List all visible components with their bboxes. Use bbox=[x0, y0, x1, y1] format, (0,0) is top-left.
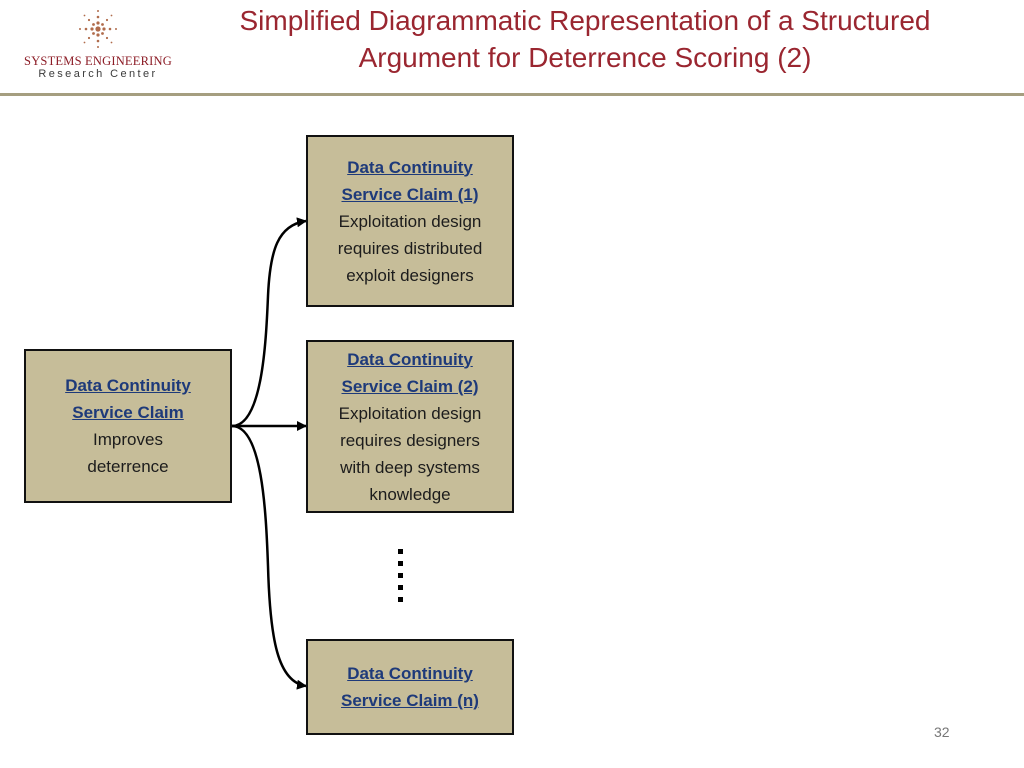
claim-1-body-line-3: exploit designers bbox=[346, 265, 474, 285]
claim-2-box: Data Continuity Service Claim (2) Exploi… bbox=[306, 340, 514, 513]
claim-1-body-line-2: requires distributed bbox=[337, 238, 483, 258]
title-divider bbox=[0, 93, 1024, 96]
logo-star-icon bbox=[79, 10, 117, 48]
claim-1-heading-line-1: Data Continuity bbox=[347, 157, 473, 177]
claim-1-body-line-1: Exploitation design bbox=[338, 211, 482, 231]
logo-line-1: SYSTEMS ENGINEERING bbox=[24, 54, 172, 68]
root-claim-heading-line-1: Data Continuity bbox=[65, 376, 191, 395]
claim-2-body-line-2: requires designers bbox=[340, 430, 480, 450]
claim-2-heading-line-1: Data Continuity bbox=[347, 349, 473, 369]
claim-2-body-line-3: with deep systems bbox=[340, 457, 480, 477]
claim-n-box: Data Continuity Service Claim (n) bbox=[306, 639, 514, 735]
slide-title: Simplified Diagrammatic Representation o… bbox=[239, 5, 931, 73]
claim-2-body-line-1: Exploitation design bbox=[338, 403, 482, 423]
root-claim-body-line-2: deterrence bbox=[87, 457, 169, 476]
root-claim-box: Data Continuity Service Claim Improves d… bbox=[24, 349, 232, 503]
root-claim-body-line-1: Improves bbox=[93, 430, 163, 449]
claim-2-body-line-4: knowledge bbox=[369, 484, 451, 504]
claim-1-heading-line-2: Service Claim (1) bbox=[341, 184, 479, 204]
arrow-to-claim-1 bbox=[231, 217, 307, 428]
claim-2-heading-line-2: Service Claim (2) bbox=[341, 376, 479, 396]
ellipsis-dots bbox=[398, 549, 403, 602]
logo: SYSTEMS ENGINEERING Research Center bbox=[6, 8, 190, 80]
page-number: 32 bbox=[934, 724, 950, 740]
claim-n-heading-line-2: Service Claim (n) bbox=[341, 691, 479, 710]
root-claim-heading-line-2: Service Claim bbox=[72, 403, 184, 422]
logo-line-2: Research Center bbox=[38, 68, 158, 80]
claim-1-box: Data Continuity Service Claim (1) Exploi… bbox=[306, 135, 514, 307]
claim-n-heading-line-1: Data Continuity bbox=[347, 664, 473, 683]
arrow-to-claim-n bbox=[231, 424, 307, 690]
